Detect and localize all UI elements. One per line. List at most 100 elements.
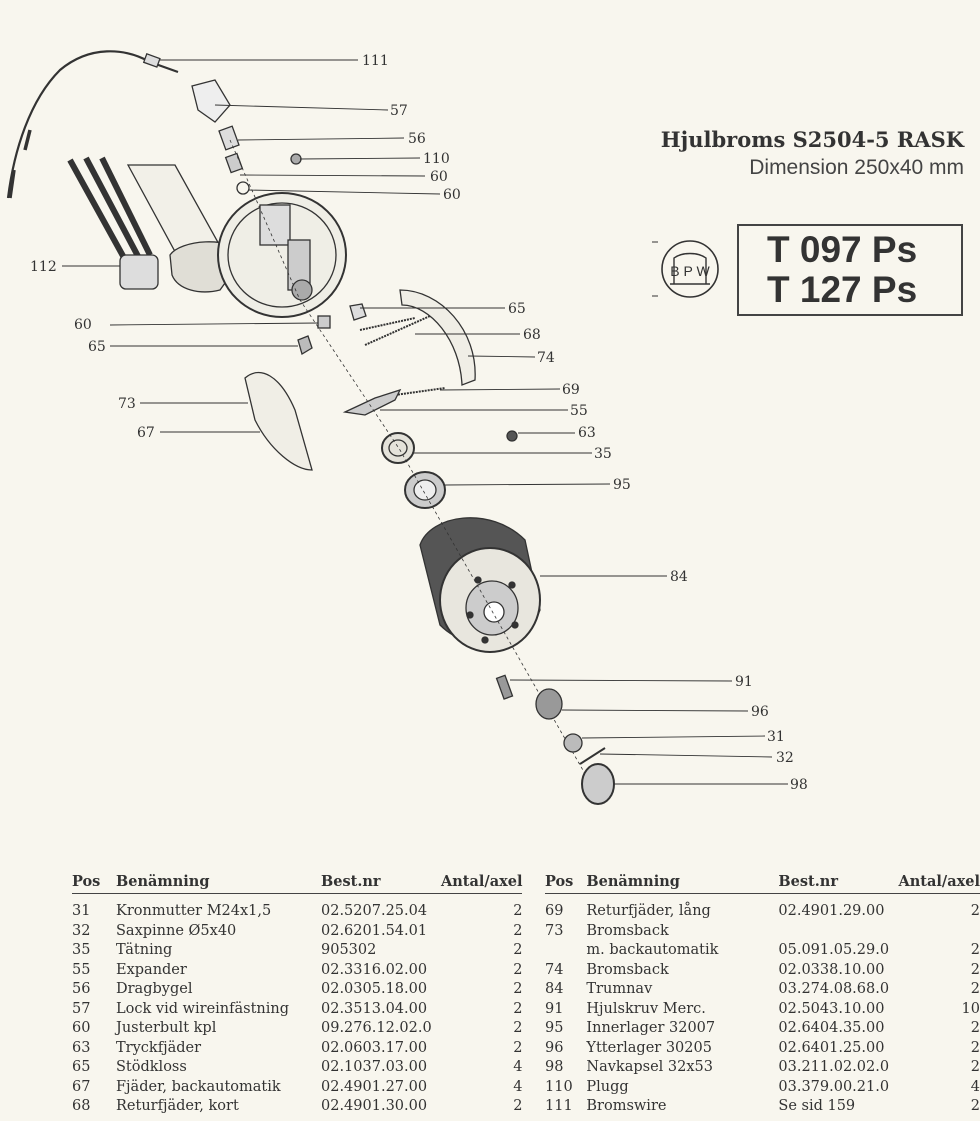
- col-qty: Antal/axel: [898, 873, 980, 890]
- callout-73: 73: [118, 396, 136, 412]
- cell-pos: 74: [545, 961, 564, 978]
- callout-65-a: 65: [508, 301, 526, 317]
- cell-qty: 4: [970, 1078, 980, 1095]
- cell-name: Bromsback: [586, 961, 669, 978]
- col-pos: Pos: [72, 873, 101, 890]
- model-1: T 097 Ps: [767, 229, 918, 270]
- cell-name: Fjäder, backautomatik: [116, 1078, 281, 1095]
- table-row: 55 Expander 02.3316.02.00 2: [72, 962, 522, 982]
- seal: [381, 432, 415, 464]
- callout-55: 55: [570, 403, 588, 419]
- cell-nr: 03.211.02.02.0: [778, 1059, 890, 1075]
- cell-qty: 2: [970, 981, 980, 997]
- cell-name: Trumnav: [586, 981, 653, 997]
- cell-pos: 60: [72, 1020, 91, 1036]
- cell-nr: 02.4901.27.00: [321, 1078, 428, 1095]
- cell-name: Expander: [116, 961, 187, 978]
- cell-name: Saxpinne Ø5x40: [116, 922, 237, 939]
- cell-name: Tätning: [116, 942, 173, 958]
- callout-69: 69: [562, 382, 580, 398]
- cell-name: Kronmutter M24x1,5: [116, 903, 272, 919]
- cell-name: Hjulskruv Merc.: [586, 1000, 706, 1017]
- callout-63: 63: [578, 425, 596, 441]
- cell-nr: 05.091.05.29.0: [778, 942, 890, 958]
- model-box: T 097 Ps T 127 Ps: [737, 224, 963, 316]
- cell-qty: 2: [970, 1098, 980, 1114]
- cell-qty: 2: [970, 942, 980, 958]
- cell-nr: 03.379.00.21.0: [778, 1078, 890, 1095]
- cell-qty: [899, 923, 980, 943]
- table-row: 73 Bromsback: [545, 923, 980, 943]
- cell-pos: 56: [72, 981, 91, 997]
- cell-name: Returfjäder, kort: [116, 1098, 239, 1114]
- drum-hub: [419, 517, 541, 653]
- cell-nr: 02.5043.10.00: [778, 1000, 885, 1017]
- cell-qty: 2: [513, 942, 523, 958]
- callout-60-a: 60: [430, 169, 448, 185]
- cell-qty: 2: [513, 1000, 523, 1017]
- callout-96: 96: [751, 704, 769, 720]
- title-block: Hjulbroms S2504-5 RASK Dimension 250x40 …: [661, 127, 964, 180]
- callout-60-c: 60: [74, 317, 92, 333]
- brake-shoe-73: [244, 372, 313, 471]
- cell-qty: 2: [970, 1039, 980, 1056]
- cell-name: Bromsback: [586, 922, 669, 939]
- cell-pos: 110: [545, 1078, 573, 1095]
- cell-nr: [778, 923, 898, 943]
- bpw-logo-text: B P W: [670, 263, 710, 279]
- model-2: T 127 Ps: [767, 269, 918, 310]
- cell-pos: 73: [545, 922, 564, 939]
- cell-nr: 03.274.08.68.0: [778, 981, 890, 997]
- cell-name: Lock vid wireinfästning: [116, 1000, 290, 1017]
- cell-name: Innerlager 32007: [586, 1020, 716, 1036]
- cell-name: Ytterlager 30205: [586, 1039, 712, 1056]
- cell-pos: 96: [545, 1039, 564, 1056]
- cell-nr: 02.0338.10.00: [778, 961, 885, 978]
- axle-torsion-arm: [67, 156, 246, 293]
- cell-pos: 65: [72, 1059, 91, 1075]
- cell-pos: 55: [72, 961, 91, 978]
- cell-name: Justerbult kpl: [116, 1020, 217, 1036]
- callout-60-b: 60: [443, 187, 461, 203]
- cell-pos: 67: [72, 1078, 91, 1095]
- callout-111: 111: [362, 53, 389, 69]
- cell-nr: 02.0305.18.00: [321, 981, 428, 997]
- callout-57: 57: [390, 103, 408, 119]
- callout-65-b: 65: [88, 339, 106, 355]
- cell-qty: 2: [970, 903, 980, 919]
- cell-nr: 02.1037.03.00: [321, 1059, 428, 1075]
- callout-67: 67: [137, 425, 155, 441]
- cell-pos: 68: [72, 1098, 91, 1114]
- cell-pos: 95: [545, 1020, 564, 1036]
- brake-back-plate: [217, 192, 347, 318]
- cell-pos: [545, 942, 586, 962]
- exploded-view-diagram: 111 57 56 110 60 60 112 65 60 68 65 74 6…: [6, 50, 808, 805]
- cell-pos: 69: [545, 903, 564, 919]
- cell-nr: 02.3316.02.00: [321, 961, 428, 978]
- brake-shoe-74: [399, 289, 476, 386]
- col-nr: Best.nr: [778, 873, 838, 890]
- callout-110: 110: [423, 151, 450, 167]
- cell-name: Bromswire: [586, 1098, 667, 1114]
- cell-qty: 2: [513, 961, 523, 978]
- cell-pos: 91: [545, 1000, 564, 1017]
- page-title: Hjulbroms S2504-5 RASK: [660, 127, 964, 152]
- col-pos: Pos: [545, 873, 574, 890]
- page-subtitle: Dimension 250x40 mm: [749, 156, 964, 179]
- cell-pos: 84: [545, 981, 564, 997]
- callout-112: 112: [30, 259, 57, 275]
